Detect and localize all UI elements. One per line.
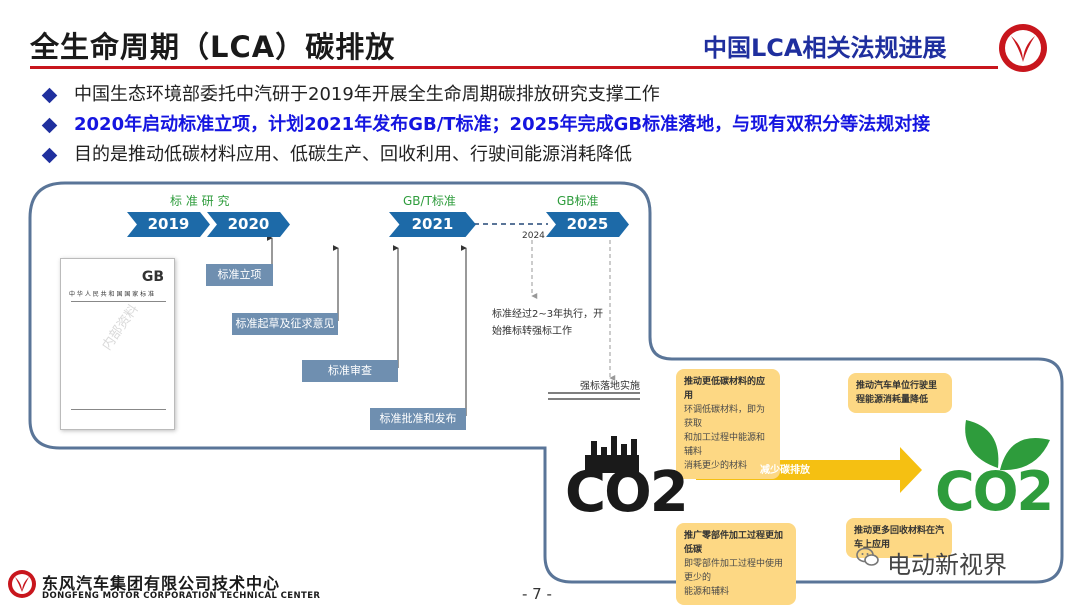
callout-low-carbon-material: 推动更低碳材料的应用 环调低碳材料，即为获取 和加工过程中能源和辅料 消耗更少的… [676,369,780,479]
bullet-list: 中国生态环境部委托中汽研于2019年开展全生命周期碳排放研究支撑工作 2020年… [41,80,931,170]
step-drafting: 标准起草及征求意见 [232,313,338,335]
reduce-emission-arrow [696,447,922,493]
phase-gbt-label: GB/T标准 [403,194,456,208]
step-review: 标准审查 [302,360,398,382]
document-watermark: 内部资料 [99,302,142,354]
footer-company-en: DONGFENG MOTOR CORPORATION TECHNICAL CEN… [42,591,321,601]
gb-mark: GB [141,269,164,285]
dongfeng-logo-icon [999,24,1047,72]
document-rule [71,409,166,410]
year-chevron-2021: 2021 [389,212,476,237]
step-project-approval: 标准立项 [206,264,273,286]
timeline-frame [28,181,1064,584]
year-2024-label: 2024 [522,231,545,241]
footer-company-cn: 东风汽车集团有限公司技术中心 [42,574,281,593]
co2-before-label: CO2 [565,460,689,525]
mandatory-note: 强标落地实施 [580,381,640,392]
callout-low-carbon-process: 推广零部件加工过程更加低碳 即零部件加工过程中使用更少的 能源和辅料 [676,523,796,605]
phase-research-label: 标 准 研 究 [170,194,230,208]
factory-icon [585,436,639,473]
document-issuer: 中 华 人 民 共 和 国 国 家 标 准 [69,291,155,298]
dongfeng-footer-logo-icon [8,570,36,598]
year-chevron-2020: 2020 [207,212,290,237]
callout-energy-consumption: 推动汽车单位行驶里 程能源消耗量降低 [848,373,952,413]
section-title: 中国LCA相关法规进展 [703,34,947,62]
bullet-text: 2020年启动标准立项，计划2021年发布GB/T标准；2025年完成GB标准落… [74,114,931,135]
wechat-icon [856,547,879,566]
wechat-account-label: 电动新视界 [887,551,1007,579]
callout-recycled-material: 推动更多回收材料在汽 车上应用 [846,518,952,558]
bullet-item: 中国生态环境部委托中汽研于2019年开展全生命周期碳排放研究支撑工作 [41,80,930,110]
year-chevron-2025: 2025 [546,212,629,237]
execution-note: 标准经过2~3年执行，开 始推标转强标工作 [492,309,604,337]
title-divider [30,66,998,69]
page-title: 全生命周期（LCA）碳排放 [30,30,396,64]
bullet-text: 中国生态环境部委托中汽研于2019年开展全生命周期碳排放研究支撑工作 [74,84,660,105]
co2-after-label: CO2 [935,460,1054,523]
phase-gb-label: GB标准 [557,194,599,208]
page-number: - 7 - [522,585,552,603]
bullet-item: 目的是推动低碳材料应用、低碳生产、回收利用、行驶间能源消耗降低 [41,140,930,170]
gb-standard-document: GB 中 华 人 民 共 和 国 国 家 标 准 内部资料 [60,258,175,430]
leaf-icon [965,420,1050,471]
year-chevron-2019: 2019 [127,212,210,237]
bullet-text: 目的是推动低碳材料应用、低碳生产、回收利用、行驶间能源消耗降低 [74,144,632,165]
document-rule [71,301,166,302]
reduce-emission-label: 减少碳排放 [760,465,810,476]
step-publish: 标准批准和发布 [370,408,466,430]
bullet-item-highlight: 2020年启动标准立项，计划2021年发布GB/T标准；2025年完成GB标准落… [41,110,931,140]
